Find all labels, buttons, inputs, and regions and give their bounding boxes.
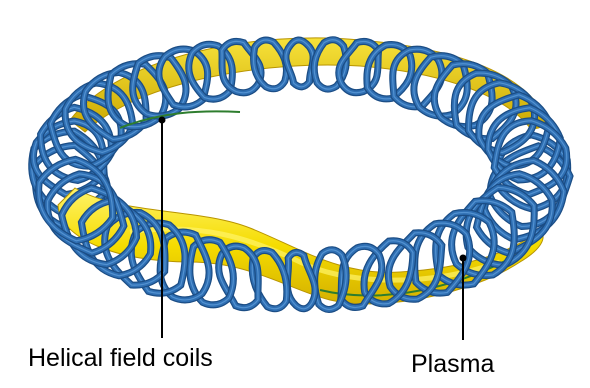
plasma-leader-dot [460,255,467,262]
coils-label: Helical field coils [28,346,213,371]
plasma-label: Plasma [411,352,494,377]
coils-leader-dot [159,117,166,124]
